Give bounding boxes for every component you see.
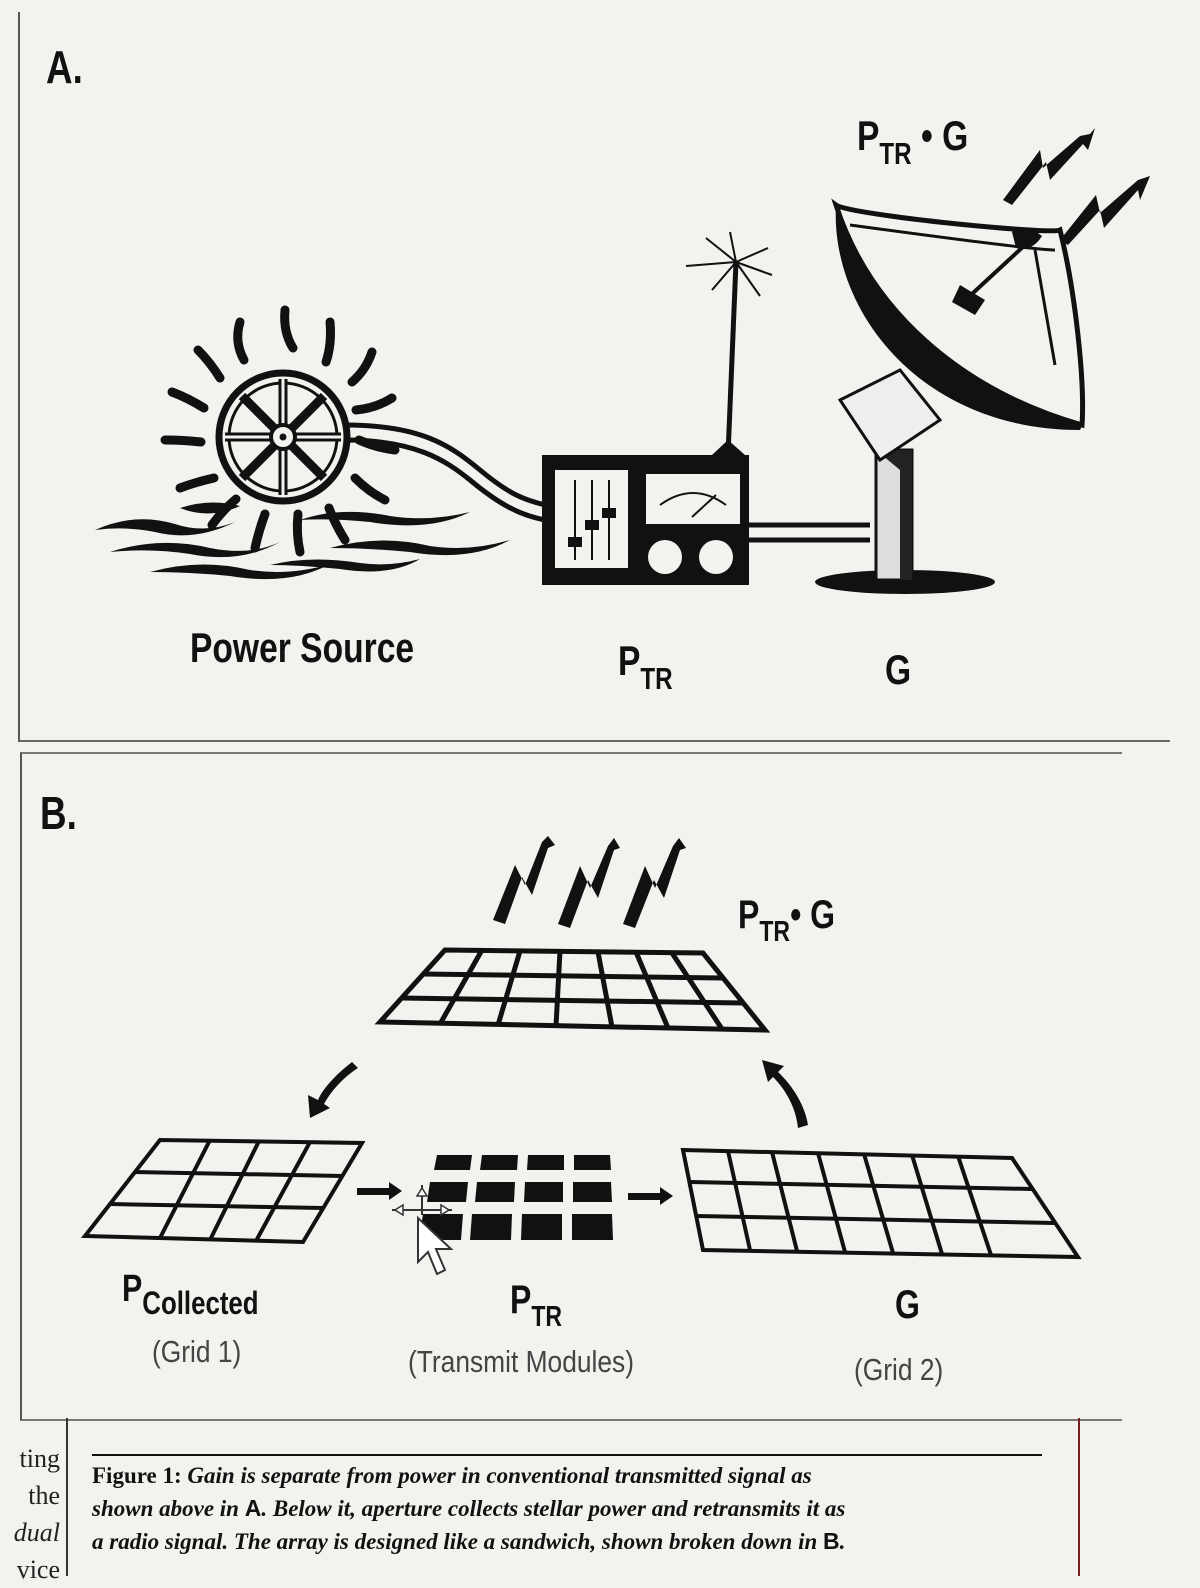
panel-a-letter: A. bbox=[46, 41, 83, 93]
caption-line-3: a radio signal. The array is designed li… bbox=[92, 1525, 1072, 1558]
caption-text-3c: . bbox=[839, 1529, 846, 1554]
transmit-ptr-sub: TR bbox=[531, 1300, 563, 1333]
panel-b-frame bbox=[20, 752, 1122, 1421]
ptr-g-g: • G bbox=[921, 112, 969, 159]
flow-arrow-2 bbox=[628, 1187, 673, 1205]
side-line: vice bbox=[16, 1555, 60, 1584]
p-collected-label: PCollected bbox=[122, 1268, 259, 1321]
caption-line-2: shown above in A. Below it, aperture col… bbox=[92, 1492, 1072, 1525]
panel-b-letter: B. bbox=[40, 787, 77, 839]
caption-ref-b: B bbox=[823, 1528, 840, 1554]
grid-2-g-label: G bbox=[895, 1283, 920, 1327]
transmit-modules bbox=[419, 1155, 613, 1240]
p-collected-p: P bbox=[122, 1268, 143, 1310]
caption-text-3a: a radio signal. The array is designed li… bbox=[92, 1529, 818, 1554]
transmit-modules-caption: (Transmit Modules) bbox=[408, 1344, 634, 1379]
caption-box bbox=[66, 1418, 1080, 1576]
ptr-g-p: P bbox=[857, 112, 880, 159]
p-collected-sub: Collected bbox=[142, 1284, 259, 1321]
panel-a-frame bbox=[18, 12, 1170, 742]
power-source-label: Power Source bbox=[190, 624, 415, 671]
signal-bolts-a bbox=[1003, 128, 1150, 245]
curved-arrow-left bbox=[308, 1062, 358, 1118]
grid-1 bbox=[80, 1137, 366, 1245]
signal-bolts-b bbox=[493, 836, 686, 928]
grid-1-caption: (Grid 1) bbox=[152, 1334, 242, 1369]
ptr-g-label-b: PTR• G bbox=[738, 893, 836, 948]
caption-line-1: Figure 1: Gain is separate from power in… bbox=[92, 1460, 1072, 1492]
ptr-g-sub: TR bbox=[879, 137, 912, 171]
antenna-spark bbox=[685, 231, 773, 297]
ptr-p: P bbox=[618, 637, 641, 684]
caption-lead: Figure 1: bbox=[92, 1463, 182, 1488]
figure-caption: Figure 1: Gain is separate from power in… bbox=[92, 1460, 1072, 1558]
transmit-ptr-p: P bbox=[510, 1278, 532, 1322]
side-line: ting bbox=[19, 1444, 60, 1473]
water-waves bbox=[95, 502, 510, 580]
caption-text-2c: . Below it, aperture collects stellar po… bbox=[261, 1496, 846, 1521]
top-grid bbox=[374, 947, 771, 1033]
caption-ref-a: A bbox=[244, 1495, 262, 1521]
caption-text-1: Gain is separate from power in conventio… bbox=[187, 1463, 812, 1488]
g-label: G bbox=[885, 646, 912, 693]
flow-arrow-1 bbox=[357, 1182, 402, 1200]
water-wheel bbox=[160, 305, 400, 557]
caption-text-2a: shown above in bbox=[92, 1496, 239, 1521]
grid-2-caption: (Grid 2) bbox=[854, 1352, 944, 1387]
side-column-text: ting the dual vice bbox=[0, 1440, 60, 1588]
cursor-icon bbox=[392, 1185, 454, 1276]
caption-rule bbox=[92, 1454, 1042, 1456]
ptr-g-b-sub: TR bbox=[759, 915, 791, 948]
ptr-sub: TR bbox=[640, 662, 673, 696]
side-line: dual bbox=[13, 1518, 60, 1547]
ptr-g-label-a: PTR • G bbox=[857, 112, 969, 171]
ptr-g-b-g: • G bbox=[790, 893, 836, 937]
satellite-dish bbox=[815, 198, 1086, 594]
transmitter-box bbox=[542, 231, 773, 585]
grid-2 bbox=[680, 1147, 1082, 1260]
power-cable bbox=[344, 422, 870, 543]
transmit-ptr-label: PTR bbox=[510, 1278, 562, 1333]
ptr-label: PTR bbox=[618, 637, 673, 696]
side-line: the bbox=[28, 1481, 60, 1510]
ptr-g-b-p: P bbox=[738, 893, 760, 937]
curved-arrow-right bbox=[762, 1060, 808, 1128]
